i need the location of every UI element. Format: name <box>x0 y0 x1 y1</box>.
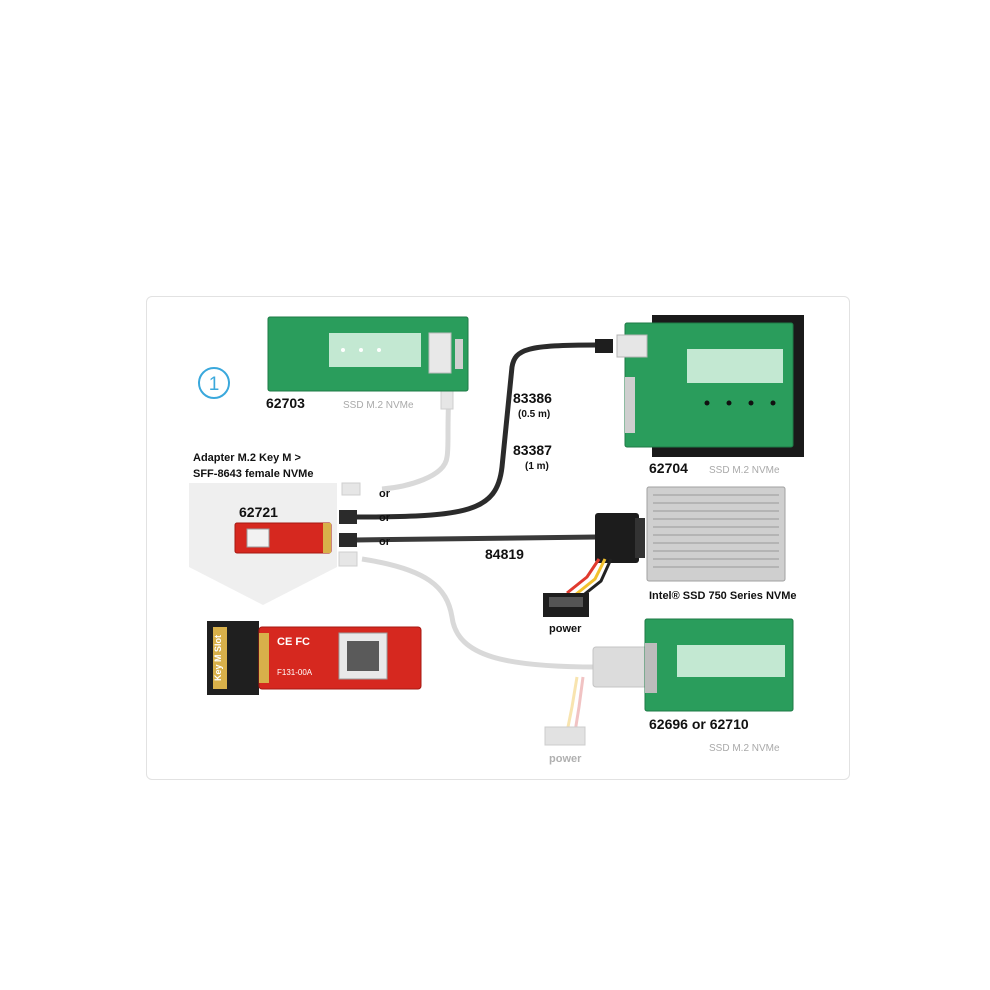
m2-slot-62704 <box>687 349 783 383</box>
label-83386-id: 83386 <box>513 390 552 406</box>
label-62704-caption: SSD M.2 NVMe <box>709 465 780 476</box>
label-83387-id: 83387 <box>513 442 552 458</box>
ghost-plug-bottom-left <box>338 551 358 567</box>
ghost-u2-connector <box>592 646 650 688</box>
or-label-bottom: or <box>379 536 391 548</box>
or-label-middle: or <box>379 512 391 524</box>
black-cables <box>339 339 645 617</box>
step-marker: 1 <box>198 367 230 399</box>
connection-diagram: 1 <box>189 315 804 765</box>
cable-83386 <box>354 342 598 520</box>
step-number: 1 <box>209 374 220 395</box>
label-62696-caption: SSD M.2 NVMe <box>709 743 780 754</box>
or-label-top: or <box>379 488 391 500</box>
ghost-cables <box>338 388 650 746</box>
board-62703 <box>267 316 469 392</box>
label-62704-id: 62704 <box>649 460 688 476</box>
plug-left-top <box>339 510 357 524</box>
model-marking: F131-00A <box>277 668 313 677</box>
cable-84819 <box>354 534 598 543</box>
label-62703-caption: SSD M.2 NVMe <box>343 400 414 411</box>
adapter-62721-group <box>189 483 337 605</box>
label-83387-length: (1 m) <box>525 461 549 472</box>
board-62704 <box>616 315 804 457</box>
board-62696 <box>644 618 794 712</box>
ghost-plug-top <box>440 388 454 410</box>
plug-left-bottom <box>339 533 357 547</box>
label-84819: 84819 <box>485 546 524 562</box>
ghost-power-plug <box>544 726 586 746</box>
ce-mark: CE FC <box>277 636 310 648</box>
adapter-title-line1: Adapter M.2 Key M > <box>193 452 301 464</box>
m2-slot-62696 <box>677 645 785 677</box>
intel-ssd-750 <box>646 486 786 582</box>
ghost-cable-bottom <box>361 556 598 670</box>
diagram-panel: 1 <box>146 296 850 780</box>
power-label-main: power <box>549 623 582 635</box>
label-62703-id: 62703 <box>266 395 305 411</box>
label-83386-length: (0.5 m) <box>518 409 550 420</box>
label-62721: 62721 <box>239 504 278 520</box>
m2-slot-label: Key M Slot <box>213 635 223 681</box>
step-circle <box>198 367 230 399</box>
adapter-title-line2: SFF-8643 female NVMe <box>193 468 313 480</box>
plug-62704 <box>595 339 613 353</box>
ghost-cable-top <box>381 392 452 492</box>
label-62696-id: 62696 or 62710 <box>649 716 749 732</box>
ghost-plug-top-left <box>341 482 361 496</box>
power-label-ghost: power <box>549 753 582 765</box>
u2-connector <box>595 513 639 563</box>
adapter-large: Key M Slot CE FC F131-00A <box>207 621 422 695</box>
label-intel-ssd: Intel® SSD 750 Series NVMe <box>649 590 797 602</box>
